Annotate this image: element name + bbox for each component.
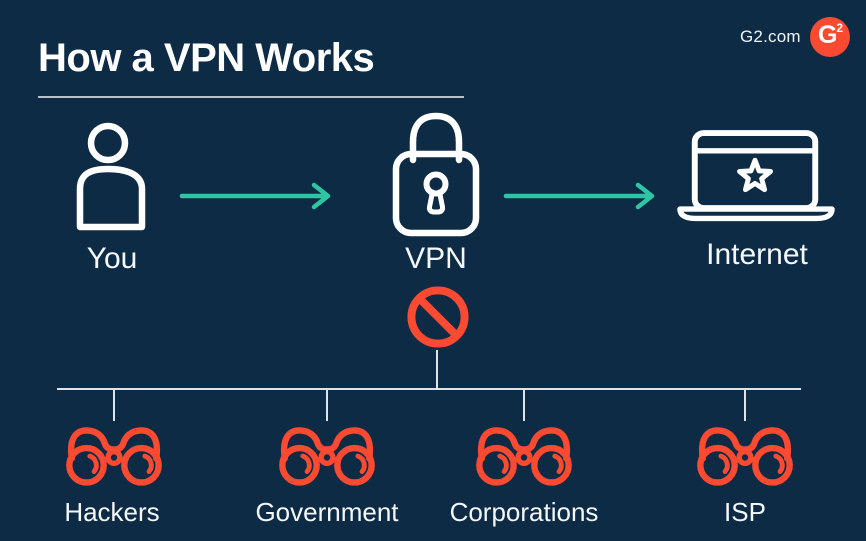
connector-vertical (436, 350, 438, 388)
connector-horizontal (57, 388, 801, 390)
g2-logo-icon: G 2 (810, 17, 850, 57)
arrow-right-icon (179, 182, 331, 210)
g2-logo-superscript: 2 (836, 21, 843, 35)
you-label: You (86, 242, 138, 275)
laptop-star-icon (677, 130, 835, 222)
g2-logo-letter: G (818, 21, 838, 49)
internet-label: Internet (706, 238, 808, 271)
watcher-label-hackers: Hackers (64, 497, 160, 527)
prohibition-icon (407, 286, 469, 348)
connector-drop (523, 390, 525, 421)
connector-drop (326, 390, 328, 421)
arrow-right-icon (503, 182, 655, 210)
page-title: How a VPN Works (38, 36, 375, 80)
binoculars-icon (279, 427, 375, 486)
binoculars-icon (476, 427, 572, 486)
person-icon (76, 122, 146, 231)
brand-site-label: G2.com (740, 27, 801, 46)
connector-drop (113, 390, 115, 421)
binoculars-icon (66, 427, 162, 486)
lock-icon (392, 112, 480, 237)
watcher-label-corporations: Corporations (449, 497, 599, 527)
title-underline (38, 96, 464, 98)
watcher-label-isp: ISP (724, 497, 766, 527)
watcher-label-government: Government (255, 497, 399, 527)
vpn-label: VPN (405, 242, 467, 275)
connector-drop (744, 390, 746, 421)
binoculars-icon (697, 427, 793, 486)
